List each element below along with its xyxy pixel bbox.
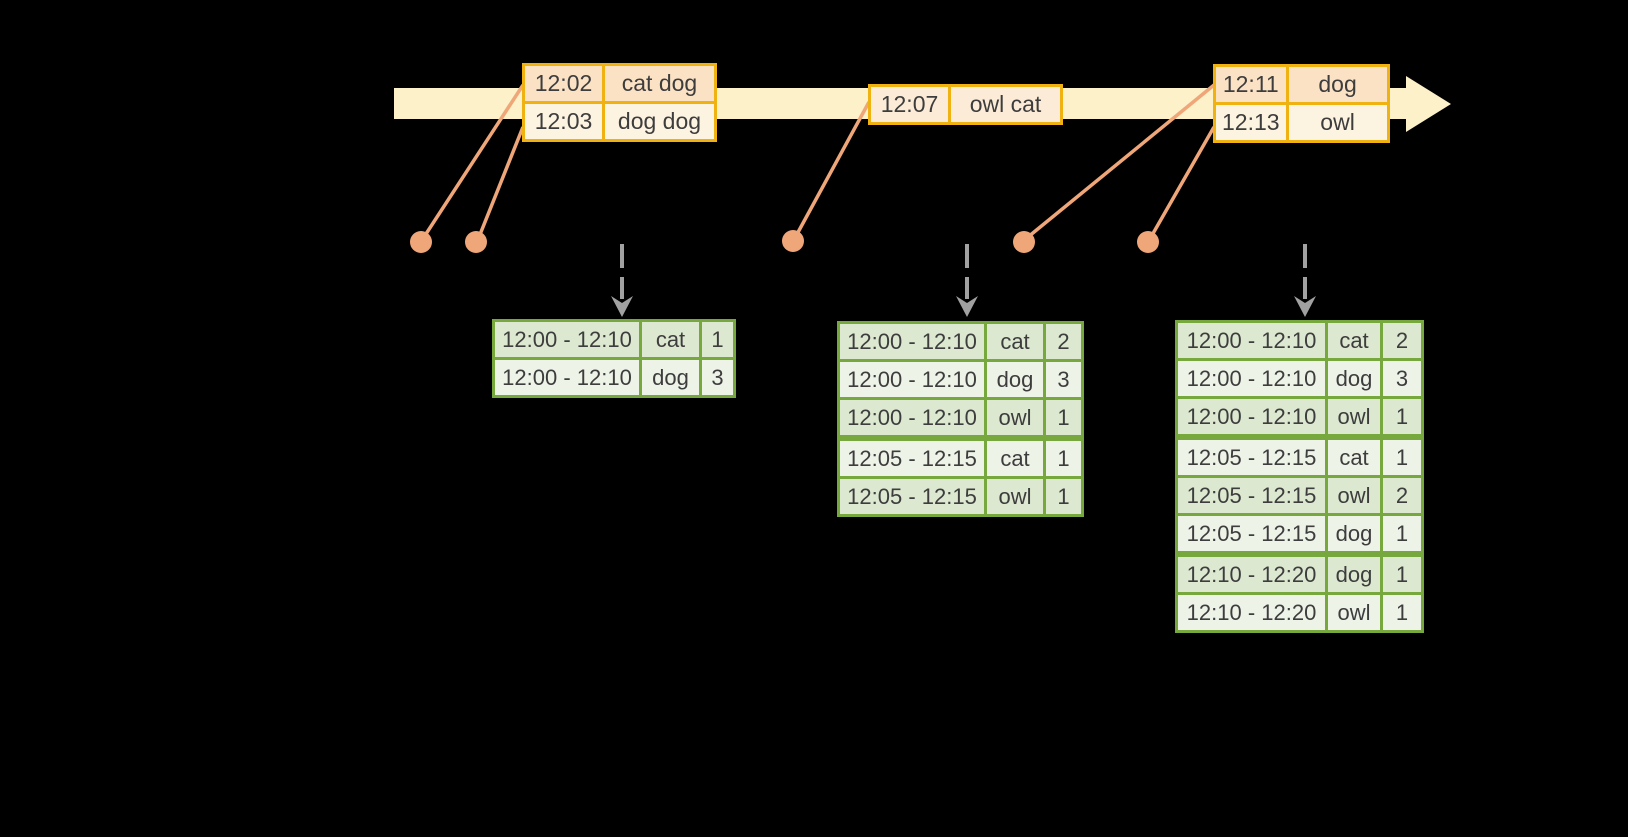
result-row: 12:00 - 12:10 cat 2 <box>837 321 1084 362</box>
result-word-cell: owl <box>984 476 1046 517</box>
result-row: 12:00 - 12:10 dog 3 <box>492 357 736 398</box>
result-table-2: 12:00 - 12:10 cat 2 12:00 - 12:10 dog 3 … <box>837 321 1084 517</box>
result-row: 12:10 - 12:20 owl 1 <box>1175 592 1424 633</box>
result-count-cell: 2 <box>1043 321 1084 362</box>
result-word-cell: owl <box>1325 592 1383 633</box>
result-window-cell: 12:05 - 12:15 <box>837 435 987 479</box>
result-word-cell: dog <box>1325 551 1383 595</box>
result-window-cell: 12:05 - 12:15 <box>1175 475 1328 516</box>
result-window-cell: 12:00 - 12:10 <box>492 357 642 398</box>
event-words-cell: owl <box>1285 102 1390 143</box>
trigger-arrowhead-2 <box>956 296 978 317</box>
result-row: 12:00 - 12:10 dog 3 <box>837 359 1084 400</box>
event-time-cell: 12:11 <box>1213 64 1289 105</box>
event-time-cell: 12:02 <box>522 63 605 104</box>
event-time-cell: 12:07 <box>868 84 951 125</box>
event-row: 12:11 dog <box>1213 64 1390 105</box>
result-row: 12:05 - 12:15 cat 1 <box>1175 434 1424 478</box>
result-count-cell: 3 <box>699 357 736 398</box>
trigger-arrowhead-1 <box>611 296 633 317</box>
result-word-cell: dog <box>984 359 1046 400</box>
result-window-cell: 12:00 - 12:10 <box>837 359 987 400</box>
event-words-cell: owl cat <box>948 84 1063 125</box>
event-dot-5 <box>1137 231 1159 253</box>
event-dot-1 <box>410 231 432 253</box>
event-row: 12:02 cat dog <box>522 63 717 104</box>
result-window-cell: 12:00 - 12:10 <box>1175 396 1328 439</box>
result-word-cell: cat <box>1325 434 1383 478</box>
result-word-cell: cat <box>639 319 702 360</box>
result-row: 12:00 - 12:10 owl 1 <box>837 397 1084 440</box>
result-window-cell: 12:00 - 12:10 <box>837 397 987 440</box>
result-window-cell: 12:00 - 12:10 <box>492 319 642 360</box>
result-word-cell: owl <box>984 397 1046 440</box>
event-row: 12:07 owl cat <box>868 84 1063 125</box>
result-row: 12:05 - 12:15 owl 2 <box>1175 475 1424 516</box>
result-count-cell: 1 <box>1043 476 1084 517</box>
event-table-2: 12:07 owl cat <box>868 84 1063 125</box>
event-words-cell: dog dog <box>602 101 717 142</box>
result-row: 12:00 - 12:10 cat 1 <box>492 319 736 360</box>
result-word-cell: dog <box>1325 513 1383 556</box>
result-word-cell: cat <box>984 435 1046 479</box>
result-count-cell: 2 <box>1380 475 1424 516</box>
result-row: 12:00 - 12:10 dog 3 <box>1175 358 1424 399</box>
trigger-arrow-3 <box>1294 244 1316 317</box>
event-connector-5 <box>1149 126 1216 238</box>
result-window-cell: 12:10 - 12:20 <box>1175 592 1328 633</box>
event-words-cell: cat dog <box>602 63 717 104</box>
result-count-cell: 3 <box>1043 359 1084 400</box>
result-window-cell: 12:05 - 12:15 <box>1175 434 1328 478</box>
result-window-cell: 12:05 - 12:15 <box>1175 513 1328 556</box>
result-window-cell: 12:10 - 12:20 <box>1175 551 1328 595</box>
result-count-cell: 1 <box>1043 435 1084 479</box>
result-row: 12:00 - 12:10 owl 1 <box>1175 396 1424 439</box>
event-connector-3 <box>794 101 871 237</box>
timeline-arrowhead <box>1406 76 1451 132</box>
event-time-cell: 12:13 <box>1213 102 1289 143</box>
event-table-1: 12:02 cat dog 12:03 dog dog <box>522 63 717 142</box>
result-word-cell: owl <box>1325 396 1383 439</box>
event-dot-3 <box>782 230 804 252</box>
result-row: 12:10 - 12:20 dog 1 <box>1175 551 1424 595</box>
result-row: 12:05 - 12:15 dog 1 <box>1175 513 1424 556</box>
event-row: 12:03 dog dog <box>522 101 717 142</box>
result-count-cell: 1 <box>1043 397 1084 440</box>
event-words-cell: dog <box>1285 64 1390 105</box>
result-word-cell: dog <box>1325 358 1383 399</box>
result-count-cell: 1 <box>1380 513 1424 556</box>
result-word-cell: dog <box>639 357 702 398</box>
result-window-cell: 12:05 - 12:15 <box>837 476 987 517</box>
result-row: 12:05 - 12:15 cat 1 <box>837 435 1084 479</box>
trigger-arrow-2 <box>956 244 978 317</box>
result-count-cell: 1 <box>1380 592 1424 633</box>
result-row: 12:05 - 12:15 owl 1 <box>837 476 1084 517</box>
event-connector-2 <box>477 126 525 238</box>
result-word-cell: cat <box>984 321 1046 362</box>
result-count-cell: 2 <box>1380 320 1424 361</box>
result-count-cell: 1 <box>1380 396 1424 439</box>
event-connector-4 <box>1026 83 1216 239</box>
event-row: 12:13 owl <box>1213 102 1390 143</box>
event-connector-1 <box>422 84 525 238</box>
event-dot-4 <box>1013 231 1035 253</box>
trigger-arrow-1 <box>611 244 633 317</box>
result-word-cell: cat <box>1325 320 1383 361</box>
result-window-cell: 12:00 - 12:10 <box>1175 358 1328 399</box>
result-count-cell: 1 <box>1380 434 1424 478</box>
result-window-cell: 12:00 - 12:10 <box>837 321 987 362</box>
result-table-3: 12:00 - 12:10 cat 2 12:00 - 12:10 dog 3 … <box>1175 320 1424 633</box>
result-count-cell: 1 <box>1380 551 1424 595</box>
trigger-arrowhead-3 <box>1294 296 1316 317</box>
result-window-cell: 12:00 - 12:10 <box>1175 320 1328 361</box>
event-dot-2 <box>465 231 487 253</box>
event-table-3: 12:11 dog 12:13 owl <box>1213 64 1390 143</box>
result-row: 12:00 - 12:10 cat 2 <box>1175 320 1424 361</box>
result-count-cell: 1 <box>699 319 736 360</box>
result-count-cell: 3 <box>1380 358 1424 399</box>
result-word-cell: owl <box>1325 475 1383 516</box>
result-table-1: 12:00 - 12:10 cat 1 12:00 - 12:10 dog 3 <box>492 319 736 398</box>
event-time-cell: 12:03 <box>522 101 605 142</box>
